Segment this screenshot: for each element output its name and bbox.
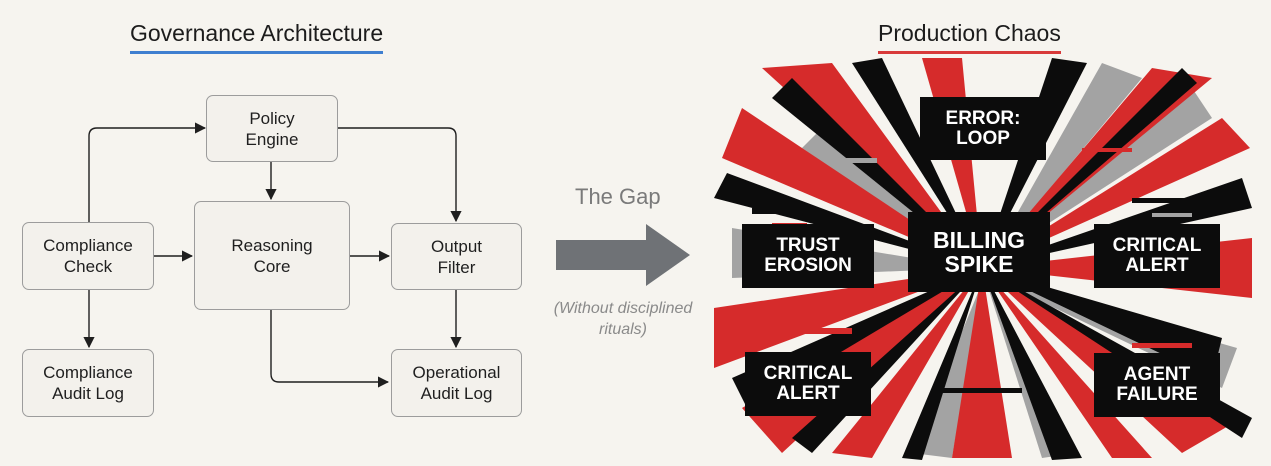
output-filter-label: Output Filter: [430, 236, 483, 277]
gap-title: The Gap: [575, 184, 661, 209]
production-chaos-title: Production Chaos: [878, 20, 1061, 54]
gap-arrow-icon: [556, 224, 690, 286]
error-loop-label: ERROR: LOOP: [920, 97, 1046, 160]
billing-spike-label: BILLING SPIKE: [908, 212, 1050, 292]
connector-core-to-oplog: [270, 310, 390, 388]
policy-engine-label: Policy Engine: [245, 108, 299, 149]
reasoning-core-node: Reasoning Core: [194, 201, 350, 310]
reasoning-core-label: Reasoning Core: [231, 235, 313, 276]
trust-erosion-label: TRUST EROSION: [742, 224, 874, 288]
policy-engine-node: Policy Engine: [206, 95, 338, 162]
connector-check-to-policy: [88, 122, 207, 222]
compliance-check-node: Compliance Check: [22, 222, 154, 290]
operational-audit-log-node: Operational Audit Log: [391, 349, 522, 417]
compliance-audit-log-node: Compliance Audit Log: [22, 349, 154, 417]
critical-alert-left-label: CRITICAL ALERT: [745, 352, 871, 416]
governance-architecture-title: Governance Architecture: [130, 20, 384, 54]
gap-caption: (Without disciplined rituals): [553, 300, 693, 338]
operational-audit-log-label: Operational Audit Log: [412, 363, 501, 403]
critical-alert-right-label: CRITICAL ALERT: [1094, 224, 1220, 288]
connector-policy-to-filter: [338, 127, 462, 223]
agent-failure-label: AGENT FAILURE: [1094, 353, 1220, 417]
compliance-audit-log-label: Compliance Audit Log: [43, 363, 133, 403]
compliance-check-label: Compliance Check: [43, 236, 133, 276]
output-filter-node: Output Filter: [391, 223, 522, 290]
